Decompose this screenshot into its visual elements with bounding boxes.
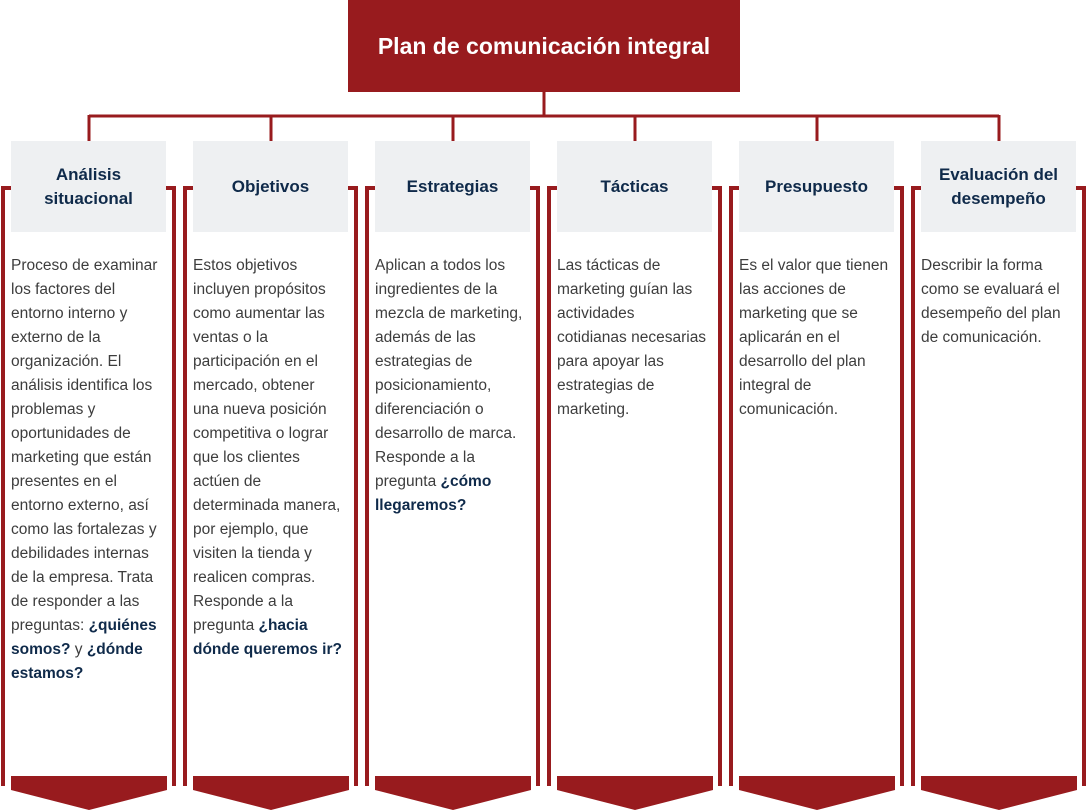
column-description: Describir la forma como se evaluará el d… (921, 257, 1061, 346)
column-analisis-situacional: Análisis situacional Proceso de examinar… (1, 141, 176, 810)
chevron-down-icon (557, 776, 713, 810)
chevron-down-icon (375, 776, 531, 810)
diagram-title-box: Plan de comunicación integral (348, 0, 740, 92)
column-heading: Presupuesto (765, 176, 868, 196)
chevron-down-icon (921, 776, 1077, 810)
chevron-down-icon (11, 776, 167, 810)
column-evaluacion-desempeno: Evaluación del desempeño Describir la fo… (911, 141, 1086, 810)
column-heading-box: Tácticas (557, 141, 712, 232)
column-tacticas: Tácticas Las tácticas de marketing guían… (547, 141, 722, 810)
column-heading: Evaluación del desempeño (938, 164, 1059, 208)
chevron-down-icon (739, 776, 895, 810)
column-heading: Análisis situacional (44, 164, 133, 208)
column-description: Es el valor que tienen las acciones de m… (739, 257, 889, 418)
diagram-title: Plan de comunicación integral (377, 32, 711, 59)
column-heading: Tácticas (600, 176, 669, 196)
column-heading-box: Evaluación del desempeño (921, 141, 1076, 232)
column-description: Aplican a todos los ingredientes de la m… (375, 257, 523, 514)
column-heading: Estrategias (406, 176, 499, 196)
column-heading-box: Presupuesto (739, 141, 894, 232)
column-presupuesto: Presupuesto Es el valor que tienen las a… (729, 141, 904, 810)
column-heading-box: Estrategias (375, 141, 530, 232)
column-heading: Objetivos (231, 176, 310, 196)
column-description: Estos objetivos incluyen propósitos como… (193, 257, 342, 658)
column-heading-box: Objetivos (193, 141, 348, 232)
column-estrategias: Estrategias Aplican a todos los ingredie… (365, 141, 540, 810)
column-description: Las tácticas de marketing guían las acti… (557, 257, 707, 418)
column-heading-box: Análisis situacional (11, 141, 166, 232)
chevron-down-icon (193, 776, 349, 810)
column-description: Proceso de examinar los factores del ent… (11, 257, 158, 682)
column-objetivos: Objetivos Estos objetivos incluyen propó… (183, 141, 358, 810)
